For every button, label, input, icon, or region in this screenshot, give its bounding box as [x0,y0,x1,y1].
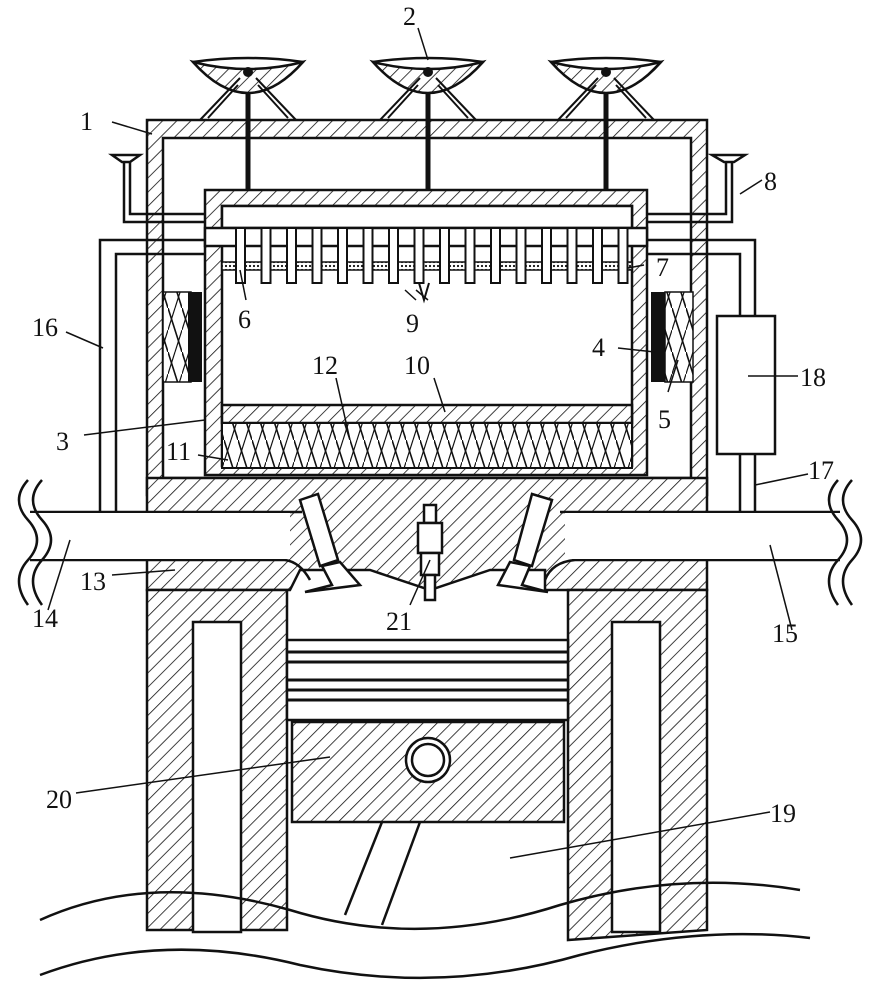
label-4: 4 [592,333,605,362]
label-18: 18 [800,363,826,392]
tube [413,227,425,284]
tube [464,227,476,284]
tube-array [235,227,629,304]
intake-pipe [30,510,312,581]
crankcase-boundary [39,881,811,980]
label-17: 17 [808,456,834,485]
label-1: 1 [80,107,93,136]
label-11: 11 [166,437,191,466]
control-box [715,314,777,456]
collector-dish [189,56,307,121]
tube [235,227,246,284]
label-16: 16 [32,313,58,342]
tube [286,227,297,284]
pressure-plate [220,403,634,425]
tube [515,227,527,284]
label-3: 3 [56,427,69,456]
tube [541,227,552,284]
tube [566,227,578,284]
tube [388,227,399,284]
label-12: 12 [312,351,338,380]
right-inlet-funnel [647,153,750,224]
label-7: 7 [656,253,669,282]
solar-collector-array [189,56,665,121]
leader-lines [47,27,809,859]
filter-layer [221,261,633,271]
label-21: 21 [386,607,412,636]
connecting-rod [343,821,422,926]
tube [439,227,450,284]
label-9: 9 [406,309,419,338]
right-side-spring [651,291,694,383]
label-10: 10 [404,351,430,380]
label-19: 19 [770,799,796,828]
label-2: 2 [403,2,416,31]
tube [337,227,348,284]
tube-tip [418,282,430,304]
tube [617,227,629,284]
tube [362,227,374,284]
tube [490,227,501,284]
pipe-break-right [827,479,863,606]
left-bypass-pipe [98,238,205,512]
label-13: 13 [80,567,106,596]
cylinder-block [145,588,709,942]
piston [285,638,570,824]
tube [311,227,323,284]
tube [260,227,272,284]
label-14: 14 [32,604,58,633]
exhaust-valve [496,492,554,594]
tube [592,227,603,284]
label-6: 6 [238,305,251,334]
bottom-spring [221,422,633,469]
collector-dish [547,56,665,121]
part-labels: 1 2 3 4 5 6 7 8 9 10 11 12 13 14 15 16 1… [32,2,834,828]
spark-plug [416,503,444,602]
label-20: 20 [46,785,72,814]
intake-valve [298,492,363,594]
left-inlet-funnel [108,153,205,224]
label-15: 15 [772,619,798,648]
label-5: 5 [658,405,671,434]
left-side-spring [162,291,202,383]
exhaust-pipe [543,510,840,581]
pipe-break-left [17,479,53,606]
label-8: 8 [764,167,777,196]
